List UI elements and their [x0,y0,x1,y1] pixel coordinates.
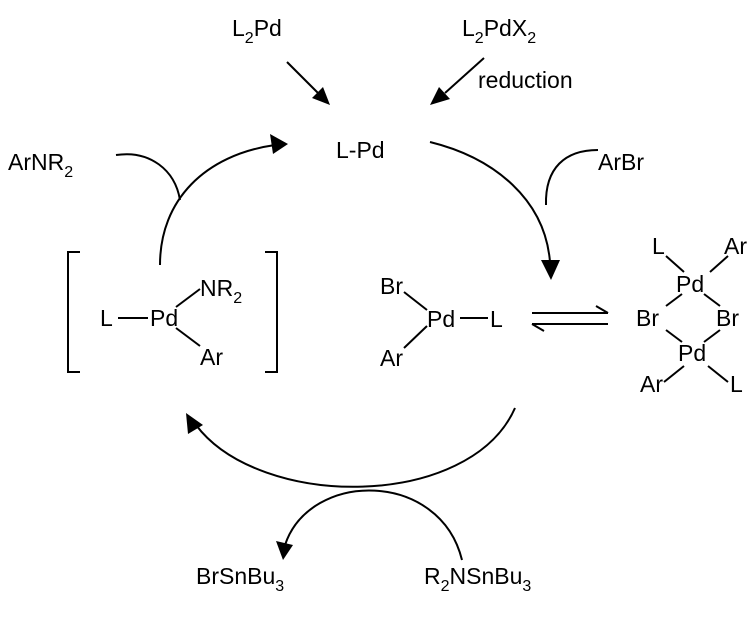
dimer-br-right: Br [716,305,739,331]
oa-ar: Ar [380,345,403,371]
arrow-reductive-elimination [159,134,288,266]
precursor-l2pd: L2Pd [232,15,282,47]
equilibrium-arrows [531,305,609,332]
bracket-left [67,251,80,373]
byproduct-brsnbu3: BrSnBu3 [196,563,284,595]
oa-br: Br [380,273,403,299]
dimer-pd-top: Pd [676,271,704,297]
amido-nr2: NR2 [200,275,242,307]
dimer-ar-bottom: Ar [640,371,663,397]
dimer-br-left: Br [636,305,659,331]
amido-complex: L Pd NR2 Ar [67,251,278,373]
reagent-arbr: ArBr [598,149,644,175]
dimer-ar-top: Ar [724,233,747,259]
dimer-l-top: L [652,233,665,259]
bromide-bridged-dimer: L Pd Ar Br Br Pd Ar L [636,233,747,397]
reagent-amidostannane: R2NSnBu3 [424,563,531,595]
product-arnr2: ArNR2 [8,149,73,181]
dimer-l-bottom: L [730,371,743,397]
amido-ligand-l: L [100,305,113,331]
oxidative-addition-complex: Br Pd L Ar [380,273,503,371]
catalyst-lpd: L-Pd [336,137,385,163]
oa-pd: Pd [427,306,455,332]
arrow-from-l2pdx2 [430,57,485,105]
dimer-pd-bottom: Pd [678,340,706,366]
arrow-oxidative-addition [429,141,560,280]
oa-l: L [490,306,503,332]
reduction-label: reduction [478,67,573,93]
arrow-product-release [115,153,181,201]
arrow-arbr-entry [544,149,599,206]
arrow-from-l2pd [286,61,330,105]
amido-ar: Ar [200,344,223,370]
precursor-l2pdx2: L2PdX2 [462,15,536,47]
amido-pd: Pd [150,305,178,331]
arrow-tin-exchange [276,489,463,561]
arrow-transmetalation [186,407,516,488]
bracket-right [265,251,278,373]
